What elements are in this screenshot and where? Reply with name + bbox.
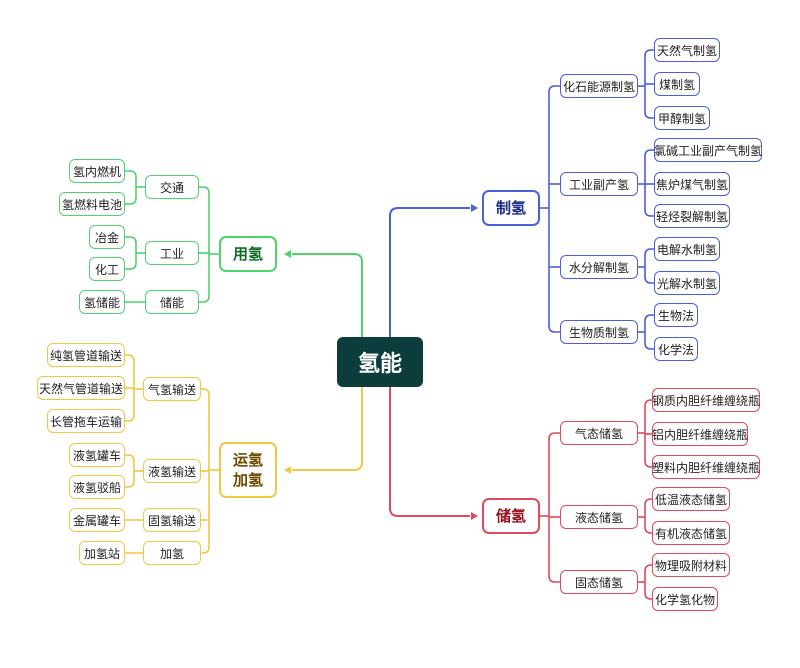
leaf-diwen: 低温液态储氢 [652,487,730,511]
connector-qitai-branch-2 [644,433,652,468]
connector-root-yunqing [292,387,363,471]
connector-yetai-branch-1 [644,517,652,534]
leaf-guangjie: 光解水制氢 [654,271,720,295]
sub-shengwu: 生物质制氢 [560,320,638,344]
connector-root-zhiqing [389,207,470,337]
connector-chuqing-branch-2 [548,516,560,583]
leaf-lvneidan: 铝内胆纤维缠绕瓶 [652,422,748,446]
connector-shengwu-branch-1 [644,332,654,350]
leaf-yeqing-guanche: 液氢罐车 [69,443,125,467]
connector-chuqing-branch-0 [548,432,560,516]
connector-gongye-yong-branch-1 [125,253,137,270]
branch-yongqing: 用氢 [219,236,277,272]
leaf-suliao: 塑料内胆纤维缠绕瓶 [652,455,760,479]
leaf-wuli: 物理吸附材料 [652,553,730,577]
connector-zhiqing-branch-3 [548,208,560,333]
sub-jiaqing: 加氢 [143,541,201,565]
connector-yongqing-branch-0 [199,186,210,254]
branch-yunqing-line2: 加氢 [232,471,263,489]
root-node: 氢能 [337,337,423,387]
arrow-zhiqing [471,204,478,212]
connector-gutai-branch-1 [644,582,652,600]
connector-huashi-branch-2 [644,86,654,119]
connector-yunqing-branch-0 [201,388,210,470]
connector-root-yongqing [292,253,363,337]
leaf-mei: 煤制氢 [654,72,700,96]
leaf-jiaolu: 焦炉煤气制氢 [654,172,730,196]
connector-yeqing-branch-0 [125,454,135,471]
connector-qiti-branch-2 [125,389,135,422]
arrow-yunqing [284,466,291,474]
leaf-lvjian: 氯碱工业副产气制氢 [654,138,762,162]
leaf-gangzhi: 钢质内胆纤维缠绕瓶 [652,388,760,412]
sub-guqing-shusong: 固氢输送 [143,508,201,532]
branch-yunqing: 运氢 加氢 [219,442,277,498]
leaf-changguan: 长管拖车运输 [47,409,125,433]
arrow-chuqing [471,512,478,520]
leaf-huaxuefa: 化学法 [654,337,698,361]
connector-gongye-yong-branch-0 [125,236,137,253]
leaf-neiranji: 氢内燃机 [69,159,125,183]
connector-shengwu-branch-0 [644,314,654,332]
sub-qitai-chuqing: 气态储氢 [560,421,638,445]
sub-huashi: 化石能源制氢 [560,74,638,98]
connector-gongye-branch-0 [644,149,654,184]
leaf-tianranqi-guandao: 天然气管道输送 [37,376,125,400]
leaf-huaxueqing: 化学氢化物 [652,587,718,611]
sub-gongye-fuchan: 工业副产氢 [560,172,638,196]
connector-qiti-branch-0 [125,354,135,389]
sub-yeqing-shusong: 液氢输送 [143,459,201,483]
arrow-yongqing [284,250,291,258]
connector-yetai-branch-0 [644,498,652,517]
connector-jiaotong-branch-0 [125,170,137,187]
sub-chuneng: 储能 [145,290,199,314]
leaf-yejin: 冶金 [89,225,125,249]
sub-shui-fenjie: 水分解制氢 [560,255,638,279]
connector-huashi-branch-0 [644,49,654,86]
connector-zhiqing-branch-0 [548,85,560,208]
branch-zhiqing: 制氢 [482,190,540,226]
leaf-chunqing-guandao: 纯氢管道输送 [47,343,125,367]
sub-gutai-chuqing: 固态储氢 [560,570,638,594]
connector-shui-branch-1 [644,267,654,284]
connector-jiaotong-branch-1 [125,187,137,205]
leaf-qingchuneng: 氢储能 [79,290,125,314]
leaf-youji: 有机液态储氢 [652,521,730,545]
leaf-jiachun: 甲醇制氢 [654,106,710,130]
sub-gongye-yong: 工业 [145,241,199,265]
connector-yeqing-branch-1 [125,471,135,488]
connector-qitai-branch-0 [644,399,652,433]
leaf-yeqing-bochuan: 液氢驳船 [69,475,125,499]
leaf-jiaqingzhan: 加氢站 [79,541,125,565]
leaf-tianranqi: 天然气制氢 [654,38,720,62]
leaf-huagong: 化工 [89,257,125,281]
sub-qiqing-shusong: 气氢输送 [143,377,201,401]
connector-yongqing-branch-2 [199,254,210,303]
leaf-ranliaodianchi: 氢燃料电池 [59,192,125,216]
branch-yunqing-line1: 运氢 [232,451,263,469]
leaf-dianjie: 电解水制氢 [654,237,720,261]
leaf-jinshu-guanche: 金属罐车 [69,508,125,532]
connector-yunqing-branch-3 [201,470,210,554]
connector-root-chuqing [389,387,470,517]
branch-chuqing: 储氢 [482,498,540,534]
connector-gutai-branch-0 [644,564,652,582]
sub-jiaotong: 交通 [145,175,199,199]
connector-gongye-branch-2 [644,184,654,217]
leaf-qingting: 轻烃裂解制氢 [654,204,730,228]
connector-shui-branch-0 [644,248,654,267]
sub-yetai-chuqing: 液态储氢 [560,505,638,529]
leaf-shengwufa: 生物法 [654,303,698,327]
